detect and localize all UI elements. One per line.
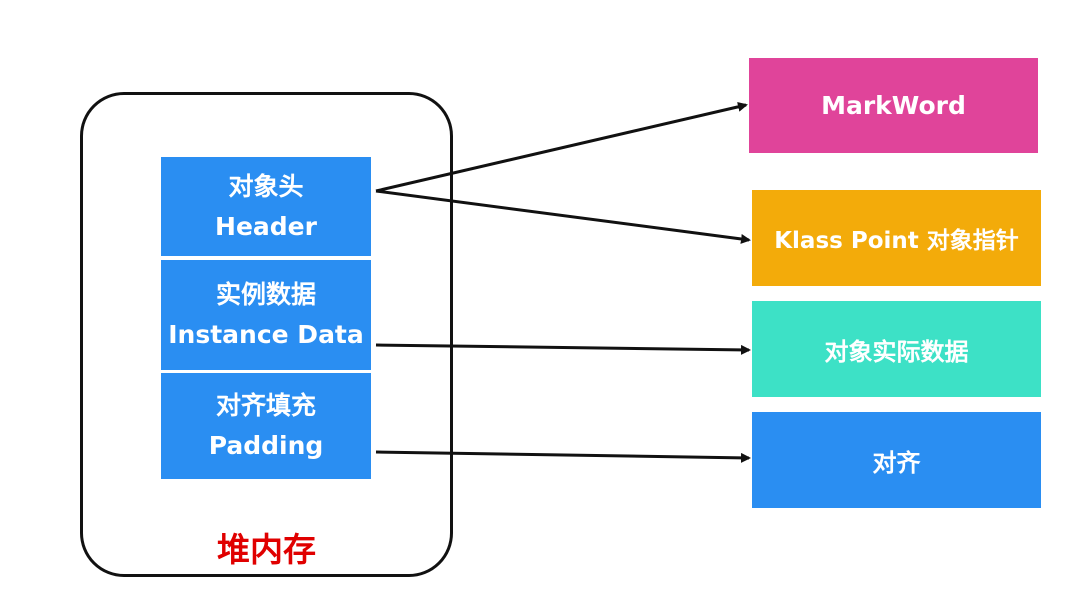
header-segment-en-label: Header xyxy=(215,211,317,241)
arrow-header-to-markword xyxy=(375,101,748,193)
object-data-box: 对象实际数据 xyxy=(752,301,1041,397)
header-segment-zh-label: 对象头 xyxy=(228,171,304,201)
markword-box: MarkWord xyxy=(749,58,1038,153)
heap-memory-label: 堆内存 xyxy=(217,530,316,569)
instance-data-segment: 实例数据 Instance Data xyxy=(161,260,371,370)
klass-pointer-box: Klass Point 对象指针 xyxy=(752,190,1041,286)
padding-segment: 对齐填充 Padding xyxy=(161,373,371,479)
header-segment: 对象头 Header xyxy=(161,157,371,256)
instance-data-segment-en-label: Instance Data xyxy=(168,320,364,349)
arrow-padding-to-alignment xyxy=(375,450,751,463)
arrow-instance-data-to-object-data xyxy=(375,343,751,355)
alignment-box: 对齐 xyxy=(752,412,1041,508)
padding-segment-zh-label: 对齐填充 xyxy=(215,391,316,420)
arrow-header-to-klass-pointer xyxy=(375,189,751,244)
instance-data-segment-zh-label: 实例数据 xyxy=(215,280,316,309)
padding-segment-en-label: Padding xyxy=(208,431,324,460)
